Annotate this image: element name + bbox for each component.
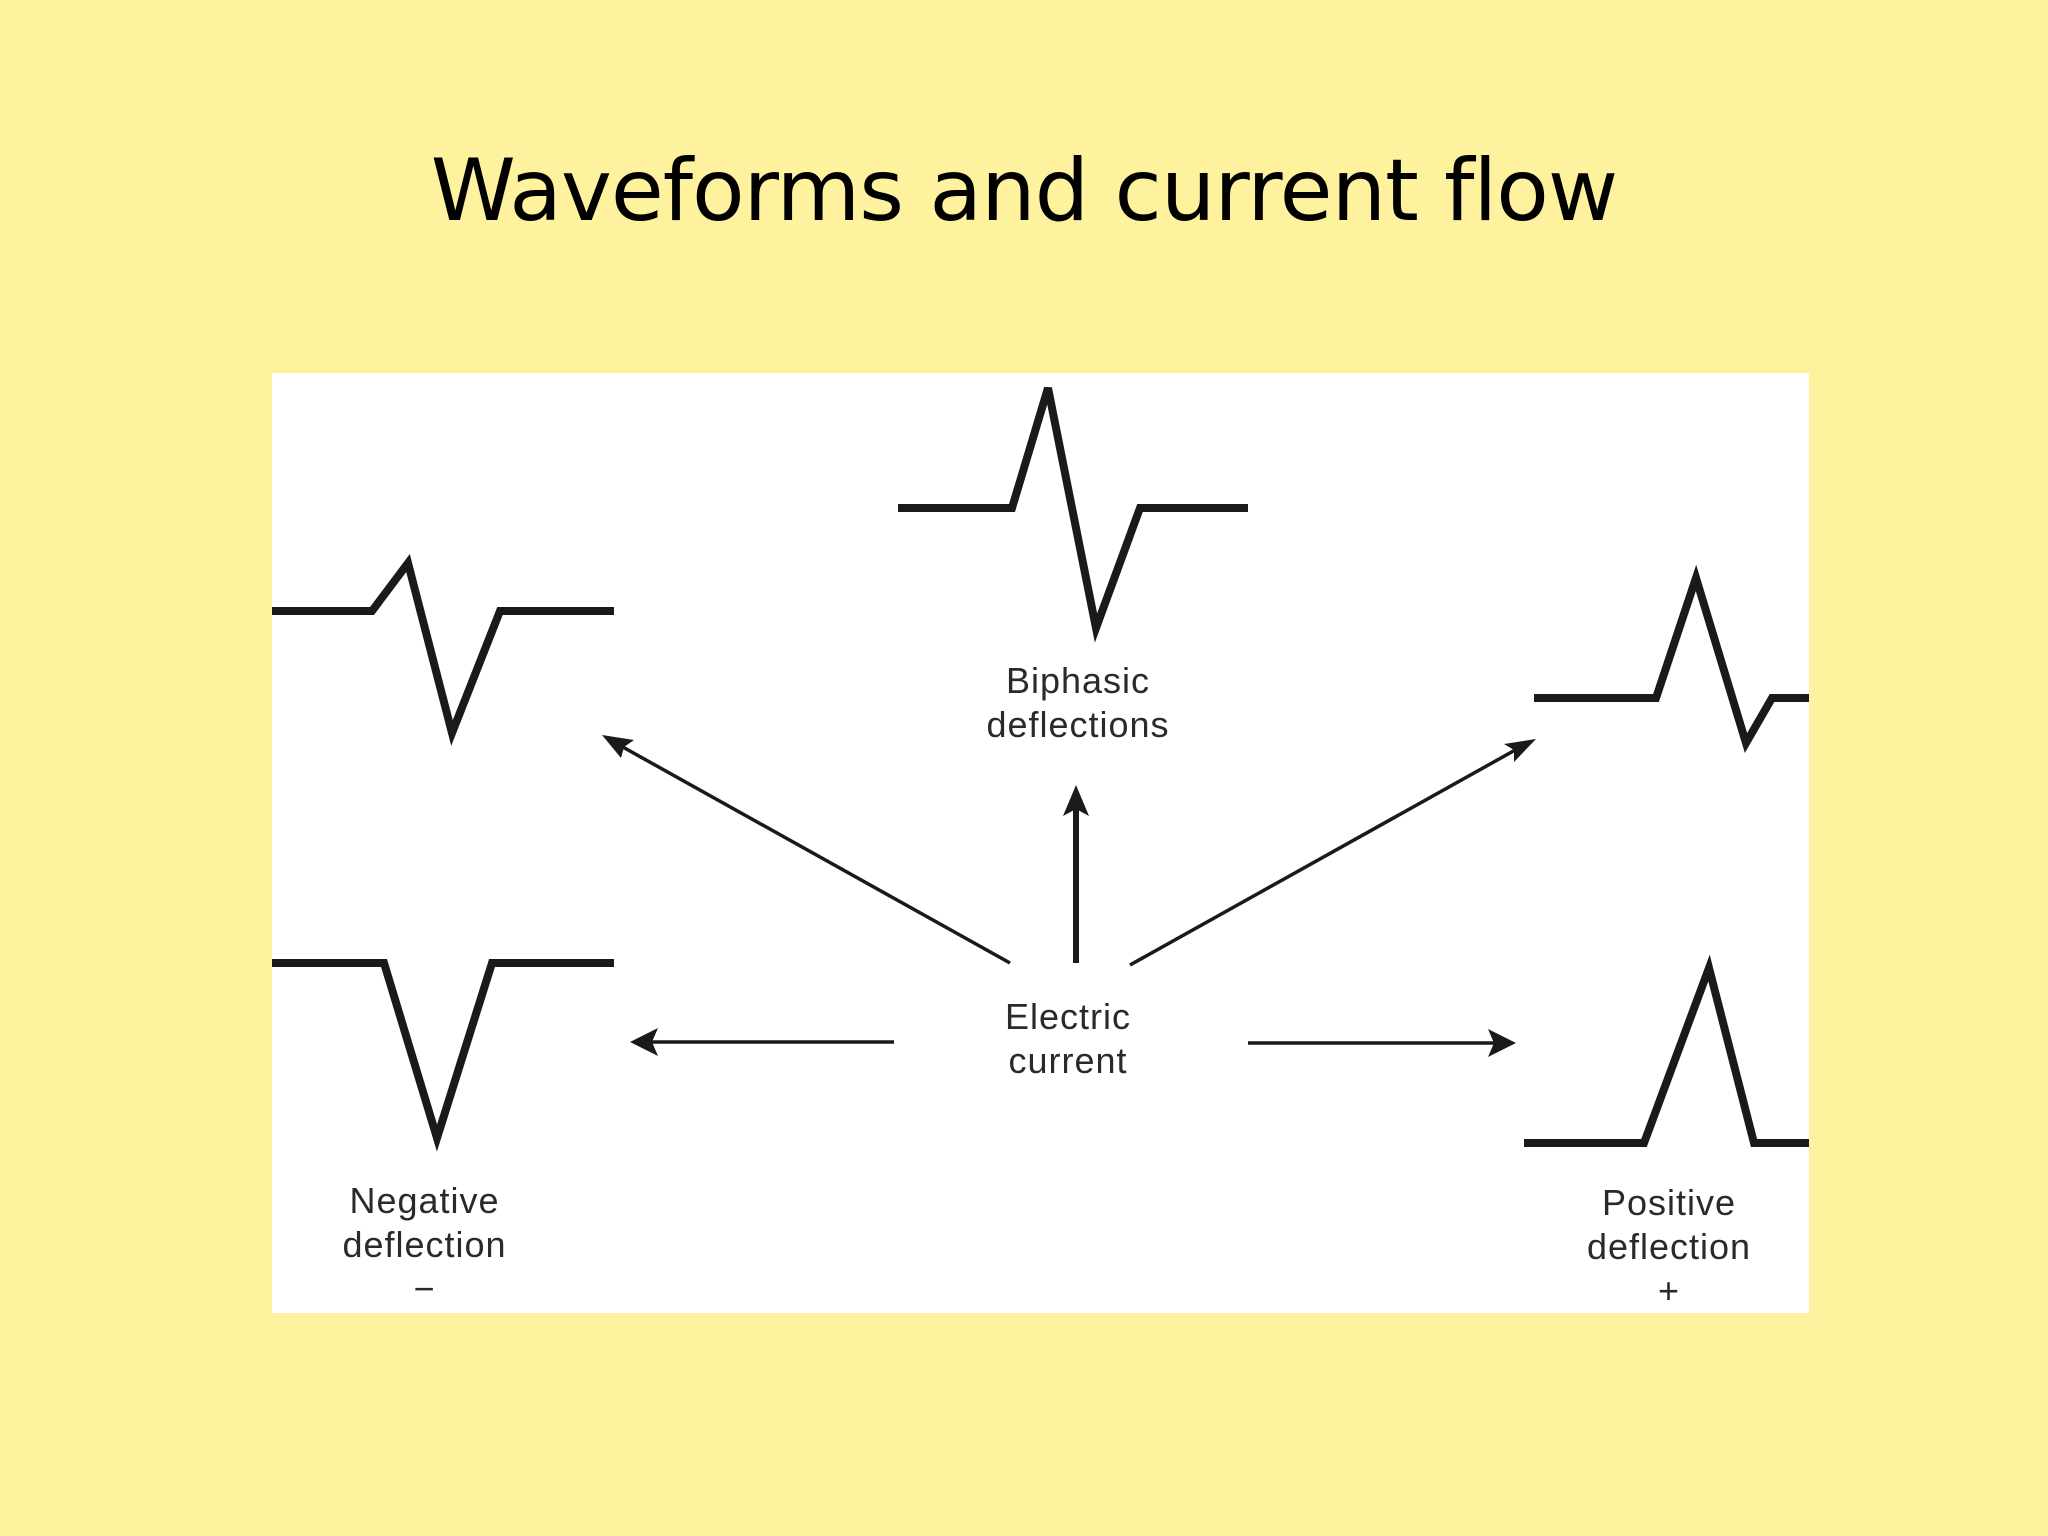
positive-deflection-waveform: [1524, 954, 1809, 1147]
biphasic-deflections-label: Biphasic deflections: [918, 659, 1238, 747]
waveform-diagram: Biphasic deflections Electric current Ne…: [272, 373, 1809, 1313]
negative-label-line-1: Negative: [349, 1180, 500, 1221]
biphasic-label-line-1: Biphasic: [1005, 660, 1151, 701]
arrow-up: [1063, 785, 1089, 963]
arrow-left: [630, 1028, 894, 1056]
negative-deflection-label: Negative deflection −: [272, 1179, 577, 1311]
arrow-upper-left: [602, 735, 1011, 965]
positive-sign: +: [1657, 1270, 1681, 1311]
arrow-upper-right: [1129, 739, 1536, 967]
positive-label-line-2: deflection: [1586, 1226, 1752, 1267]
biphasic-waveform-left: [272, 553, 614, 746]
biphasic-waveform-top: [898, 386, 1248, 643]
biphasic-waveform-right: [1534, 564, 1809, 753]
electric-current-label: Electric current: [908, 995, 1228, 1083]
positive-label-line-1: Positive: [1601, 1182, 1737, 1223]
biphasic-label-line-2: deflections: [986, 704, 1170, 745]
slide-title: Waveforms and current flow: [430, 141, 1619, 241]
arrow-right: [1248, 1029, 1516, 1057]
electric-current-label-line-1: Electric: [1004, 996, 1132, 1037]
positive-deflection-label: Positive deflection +: [1534, 1181, 1804, 1313]
negative-sign: −: [413, 1268, 436, 1309]
negative-deflection-waveform: [272, 959, 614, 1152]
electric-current-label-line-2: current: [1008, 1040, 1128, 1081]
waveform-diagram-svg: [272, 386, 1809, 1152]
negative-label-line-2: deflection: [342, 1224, 507, 1265]
